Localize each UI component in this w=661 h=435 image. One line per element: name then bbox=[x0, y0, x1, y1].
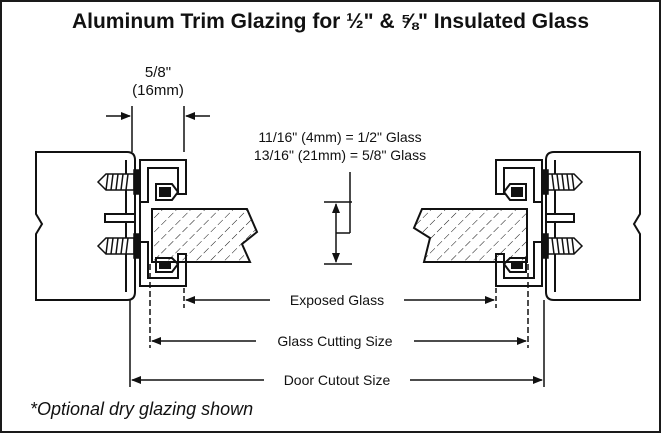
right-glass-panel bbox=[412, 208, 528, 263]
glass-cutting-size-label: Glass Cutting Size bbox=[277, 333, 392, 349]
glass-spec-line2: 13/16" (21mm) = 5/8" Glass bbox=[254, 147, 426, 163]
screw-icon bbox=[541, 233, 584, 259]
left-door-slot bbox=[104, 213, 136, 223]
diagram-title: Aluminum Trim Glazing for ½" & ⅝" Insula… bbox=[71, 10, 589, 33]
top-width-label-line2: (16mm) bbox=[132, 82, 184, 99]
right-door-slot bbox=[545, 213, 575, 223]
top-width-label-line1: 5/8" bbox=[145, 64, 171, 81]
exposed-glass-label: Exposed Glass bbox=[290, 292, 384, 308]
screw-icon bbox=[96, 169, 141, 195]
screw-icon bbox=[96, 233, 141, 259]
door-cutout-size-label: Door Cutout Size bbox=[284, 372, 391, 388]
glass-spec-line1: 11/16" (4mm) = 1/2" Glass bbox=[258, 129, 421, 145]
screw-icon bbox=[541, 169, 584, 195]
footnote: *Optional dry glazing shown bbox=[30, 399, 254, 419]
left-glass-panel bbox=[151, 208, 259, 263]
